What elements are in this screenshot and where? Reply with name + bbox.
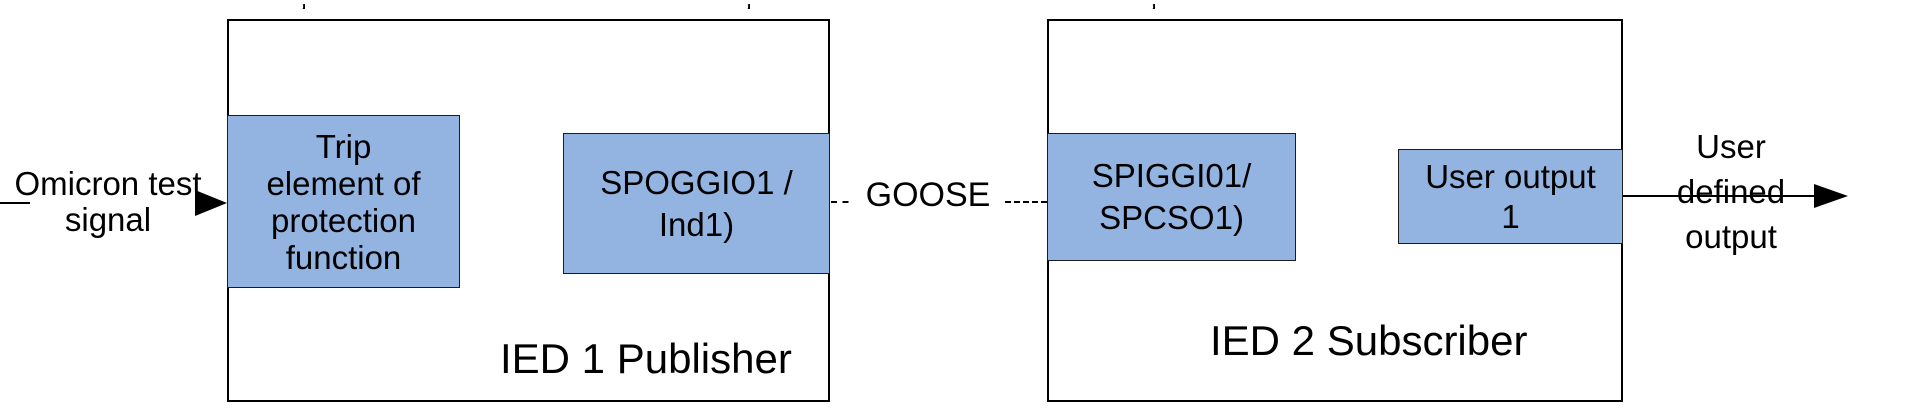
descender-curve [730,3,750,9]
trip-element-line1: Trip [315,127,372,165]
trip-element-line3: protection [271,201,416,239]
output-arrowhead-icon [1814,184,1848,208]
output-signal-label-line2: defined [1676,173,1786,210]
cropped-text-descender-artifact [1133,0,1155,9]
trip-element-block: Trip element of protection function [227,115,460,288]
spiggi-line1: SPIGGI01/ [1091,157,1252,194]
spiggi-line2: SPCSO1) [1099,199,1244,236]
ied2-title: IED 2 Subscriber [1210,317,1528,364]
input-arrowhead-icon [195,190,227,216]
goose-dashed-line-right [996,201,1047,203]
trip-element-line2: element of [266,164,421,202]
input-signal-line [0,202,30,204]
cropped-text-descender-artifact [728,0,750,9]
output-signal-label-line1: User [1696,128,1766,165]
ied1-title: IED 1 Publisher [500,335,792,382]
output-signal-line [1623,195,1816,197]
user-output-line1: User output [1425,157,1596,195]
spiggi-block: SPIGGI01/ SPCSO1) [1047,133,1296,261]
spoggio-block: SPOGGIO1 / Ind1) [563,133,830,274]
descender-curve [285,3,305,9]
user-output-line2: 1 [1501,197,1520,235]
cropped-text-descender-artifact [283,0,305,9]
output-signal-label: User defined output [1641,124,1821,259]
user-output-block: User output 1 [1398,149,1623,244]
input-signal-label: Omicron test signal [8,166,208,238]
spoggio-line1: SPOGGIO1 / [600,163,793,201]
trip-element-line4: function [285,238,402,276]
spoggio-line2: Ind1) [658,205,735,243]
input-signal-label-line2: test signal [64,165,202,238]
goose-dashed-line-left [831,201,860,203]
output-signal-label-line3: output [1685,218,1777,255]
descender-curve [1135,3,1155,9]
input-signal-label-line1: Omicron [14,165,140,202]
goose-link-label: GOOSE [852,175,1004,215]
